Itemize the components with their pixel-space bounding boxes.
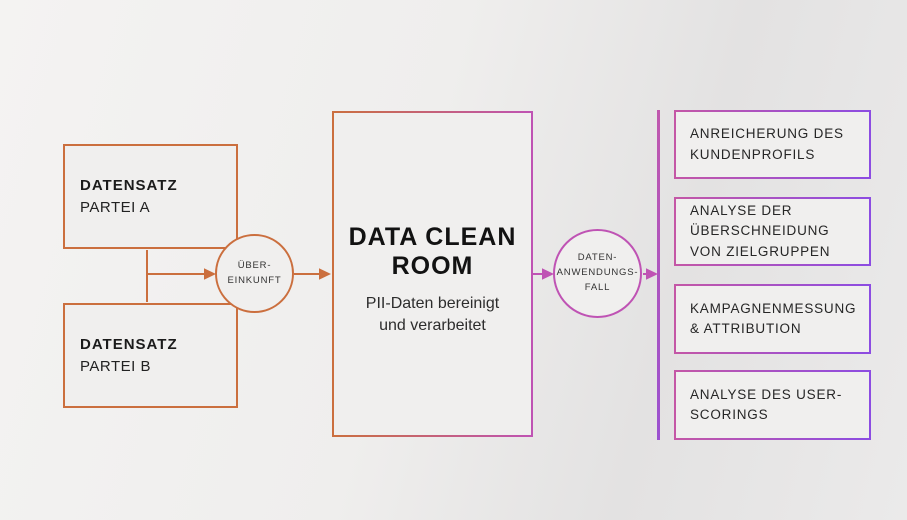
use-case-1-inner: ANREICHERUNG DES KUNDENPROFILS [676, 112, 869, 177]
use-case-branch-line [657, 110, 660, 440]
agreement-circle: ÜBER- EINKUNFT [215, 234, 294, 313]
agreement-label-line1: ÜBER- [237, 259, 272, 271]
use-case-box-customer-profile: ANREICHERUNG DES KUNDENPROFILS [674, 110, 871, 179]
dcr-subtitle-line1: PII-Daten bereinigt [365, 294, 500, 312]
use-case-4-label: ANALYSE DES USER-SCORINGS [690, 386, 843, 422]
dcr-title: DATA CLEAN ROOM [349, 223, 517, 282]
use-case-box-user-scoring: ANALYSE DES USER-SCORINGS [674, 370, 871, 440]
use-case-2-inner: ANALYSE DER ÜBERSCHNEIDUNG VON ZIELGRUPP… [676, 199, 869, 264]
use-case-3-inner: KAMPAGNENMESSUNG & ATTRIBUTION [676, 286, 869, 352]
dcr-title-line2: ROOM [391, 252, 474, 281]
dataset-box-party-a: DATENSATZ PARTEI A [63, 144, 238, 249]
data-clean-room-content: DATA CLEAN ROOM PII-Daten bereinigt und … [334, 113, 531, 435]
dataset-box-party-b: DATENSATZ PARTEI B [63, 303, 238, 408]
use-case-label-line2: ANWENDUNGS- [556, 267, 639, 279]
arrowhead-dcr [319, 268, 331, 280]
use-case-2-label: ANALYSE DER ÜBERSCHNEIDUNG VON ZIELGRUPP… [690, 203, 831, 259]
use-case-circle: DATEN- ANWENDUNGS- FALL [553, 229, 642, 318]
use-case-1-label: ANREICHERUNG DES KUNDENPROFILS [690, 126, 844, 162]
data-clean-room-box: DATA CLEAN ROOM PII-Daten bereinigt und … [332, 111, 533, 437]
dataset-a-subtitle: PARTEI A [80, 199, 151, 216]
dataset-b-title: DATENSATZ [80, 336, 178, 353]
agreement-label-line2: EINKUNFT [227, 274, 282, 286]
dcr-subtitle: PII-Daten bereinigt und verarbeitet [366, 293, 499, 338]
use-case-box-campaign-measurement: KAMPAGNENMESSUNG & ATTRIBUTION [674, 284, 871, 354]
dcr-title-line1: DATA CLEAN [348, 222, 517, 251]
use-case-label-line3: FALL [584, 281, 611, 293]
dcr-subtitle-line2: und verarbeitet [379, 317, 486, 334]
use-case-4-inner: ANALYSE DES USER-SCORINGS [676, 372, 869, 438]
use-case-box-audience-overlap: ANALYSE DER ÜBERSCHNEIDUNG VON ZIELGRUPP… [674, 197, 871, 266]
dataset-b-subtitle: PARTEI B [80, 358, 151, 375]
dataset-a-title: DATENSATZ [80, 177, 178, 194]
use-case-3-label: KAMPAGNENMESSUNG & ATTRIBUTION [690, 300, 857, 336]
use-case-label-line1: DATEN- [577, 252, 618, 264]
